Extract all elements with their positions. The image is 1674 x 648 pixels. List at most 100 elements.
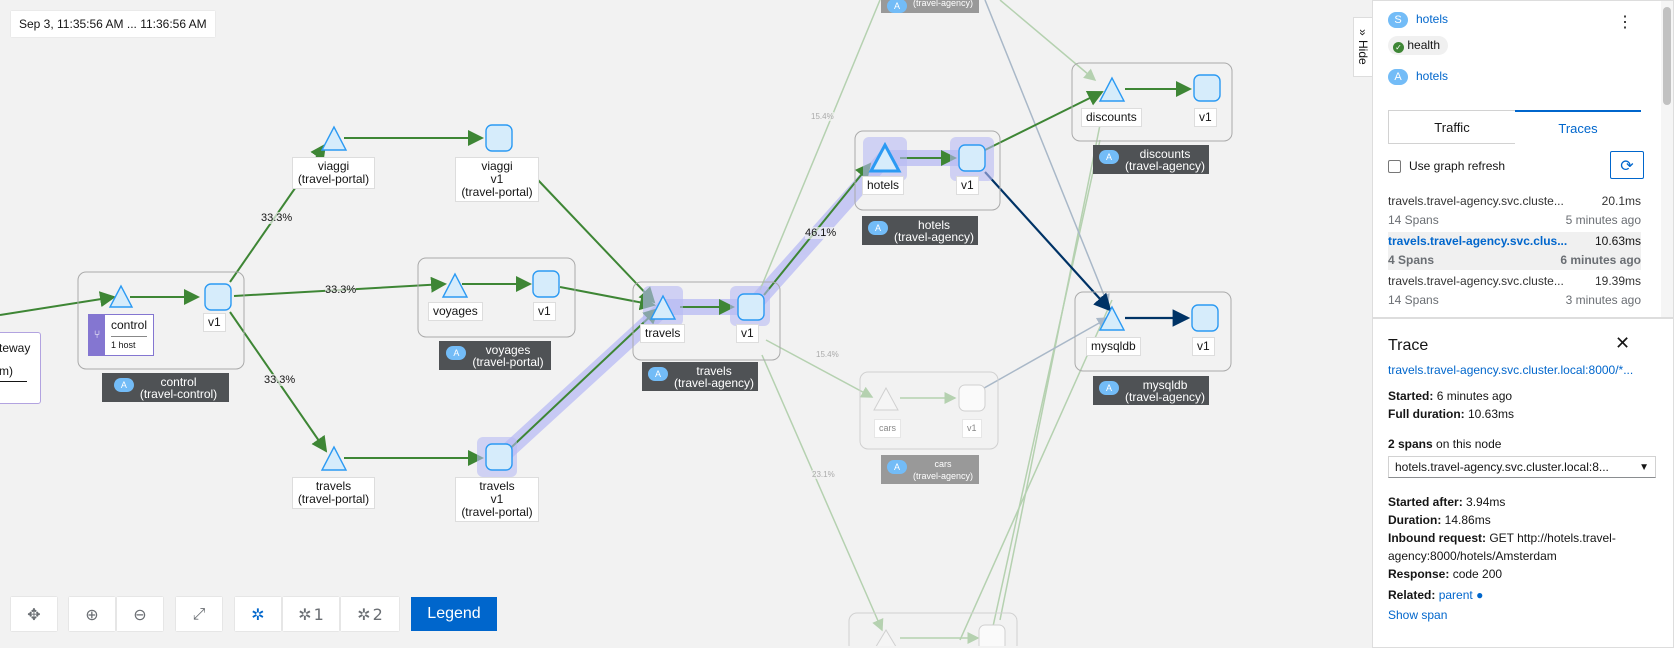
trace-list-item-selected[interactable]: travels.travel-agency.svc.clus...10.63ms… xyxy=(1388,232,1641,270)
cars-service-label: cars xyxy=(874,419,902,438)
show-span-link[interactable]: Show span xyxy=(1388,608,1448,622)
trace-title: Trace xyxy=(1388,337,1429,354)
health-label: health xyxy=(1407,38,1441,52)
cars-service-node xyxy=(873,386,899,411)
fit-to-screen-button[interactable]: ⤢ xyxy=(176,597,222,631)
travels-portal-v-ns: (travel-portal) xyxy=(461,505,533,519)
app-badge-icon: A xyxy=(113,378,134,392)
layout-2-button[interactable]: ✲2 xyxy=(341,597,399,631)
use-graph-refresh-label: Use graph refresh xyxy=(1409,159,1506,173)
control-v1-workload xyxy=(204,283,232,311)
node-boxes xyxy=(77,62,1233,372)
spans-suffix: on this node xyxy=(1436,437,1502,451)
use-graph-refresh-row[interactable]: Use graph refresh xyxy=(1388,159,1505,173)
layout-default-button[interactable]: ✲ xyxy=(235,597,281,631)
refresh-checkbox[interactable] xyxy=(1388,159,1401,173)
span-related: Related: parent ● xyxy=(1388,586,1483,604)
trace-link[interactable]: travels.travel-agency.svc.cluster.local:… xyxy=(1388,363,1634,377)
app-badge-icon: A xyxy=(887,460,908,474)
span-inbound: Inbound request: GET http://hotels.trave… xyxy=(1388,529,1638,565)
caret-down-icon: ▼ xyxy=(1639,461,1649,473)
trace-list-item[interactable]: travels.travel-agency.svc.cluste...20.1m… xyxy=(1388,192,1641,230)
trace-name: travels.travel-agency.svc.cluste... xyxy=(1388,194,1564,208)
bottom-v1-workload xyxy=(978,624,1006,646)
trace-started: Started: 6 minutes ago xyxy=(1388,387,1512,405)
discounts-service-node xyxy=(1098,76,1126,102)
gateway-ns-label: m) xyxy=(0,364,27,382)
viaggi-service-label: viaggi(travel-portal) xyxy=(292,157,375,189)
viaggi-v-ns: (travel-portal) xyxy=(461,185,533,199)
duration-label: Duration: xyxy=(1388,513,1442,527)
zoom-out-button[interactable]: ⊖ xyxy=(117,597,163,631)
tab-traces[interactable]: Traces xyxy=(1515,110,1641,144)
related-label: Related: xyxy=(1388,588,1436,602)
graph-edges xyxy=(0,0,1233,646)
voyages-app-ns: (travel-portal) xyxy=(472,355,544,369)
scrollbar-track[interactable] xyxy=(1661,1,1673,317)
scrollbar-thumb[interactable] xyxy=(1663,7,1671,105)
hotels-v1-workload xyxy=(958,144,986,172)
viaggi-v-name: viaggi xyxy=(481,159,513,173)
zoom-in-button[interactable]: ⊕ xyxy=(69,597,115,631)
span-select[interactable]: hotels.travel-agency.svc.cluster.local:8… xyxy=(1388,456,1656,478)
gateway-node[interactable]: teway m) xyxy=(0,332,41,404)
graph-canvas[interactable]: Sep 3, 11:35:56 AM ... 11:36:56 AM teway… xyxy=(0,0,1373,646)
top-app-badge[interactable]: A(travel-agency) xyxy=(881,0,979,13)
legend-button[interactable]: Legend xyxy=(411,597,497,631)
travels-app-name: travels xyxy=(696,364,732,378)
travels-app-ns: (travel-agency) xyxy=(674,376,755,390)
topology-icon: ✲ xyxy=(357,604,371,624)
service-badge: S xyxy=(1388,12,1408,28)
trace-spans: 14 Spans xyxy=(1388,213,1439,227)
hide-panel-tab[interactable]: »Hide xyxy=(1353,17,1372,77)
trace-ago: 5 minutes ago xyxy=(1565,213,1641,227)
control-app-box[interactable]: ⑂ control 1 host xyxy=(88,314,154,356)
related-parent-link[interactable]: parent xyxy=(1438,588,1473,602)
spans-on-node: 2 spans on this node xyxy=(1388,435,1501,453)
refresh-button[interactable]: ⟳ xyxy=(1610,151,1644,179)
travels-portal-name: travels xyxy=(315,479,352,493)
discounts-app-ns: (travel-agency) xyxy=(1125,159,1206,173)
grey-edges xyxy=(969,0,1110,397)
sync-icon: ⟳ xyxy=(1620,155,1634,175)
trace-list-item[interactable]: travels.travel-agency.svc.cluste...19.39… xyxy=(1388,272,1641,310)
layout-1-button[interactable]: ✲1 xyxy=(283,597,339,631)
trace-duration: 19.39ms xyxy=(1594,274,1641,288)
travels-portal-v-version: v1 xyxy=(490,492,504,506)
trace-ago: 6 minutes ago xyxy=(1560,253,1641,267)
app-link[interactable]: hotels xyxy=(1416,69,1449,83)
hotels-app-ns: (travel-agency) xyxy=(894,230,975,244)
edge-label-faded-2: 15.4% xyxy=(816,350,839,359)
started-label: Started: xyxy=(1388,389,1434,403)
tab-traffic[interactable]: Traffic xyxy=(1388,110,1515,144)
kebab-menu-icon[interactable]: ⋮ xyxy=(1617,14,1633,31)
close-icon[interactable]: ✕ xyxy=(1615,333,1631,353)
service-link[interactable]: hotels xyxy=(1416,12,1449,26)
trace-spans: 14 Spans xyxy=(1388,293,1439,307)
map-marker-icon: ● xyxy=(1476,588,1484,602)
zoom-in-icon: ⊕ xyxy=(85,604,99,624)
discounts-v1-workload xyxy=(1193,74,1221,102)
response-label: Response: xyxy=(1388,567,1450,581)
pan-button[interactable]: ✥ xyxy=(11,597,57,631)
viaggi-service-node xyxy=(320,125,348,151)
chevrons-right-icon: » xyxy=(1356,29,1370,36)
voyages-v1-workload xyxy=(532,270,560,298)
trace-duration: 10.63ms xyxy=(1594,234,1641,248)
voyages-service-node xyxy=(441,272,469,298)
faded-node-boxes xyxy=(848,371,1018,646)
started-after-label: Started after: xyxy=(1388,495,1463,509)
trace-spans: 4 Spans xyxy=(1388,253,1435,267)
span-select-value: hotels.travel-agency.svc.cluster.local:8… xyxy=(1395,460,1609,474)
